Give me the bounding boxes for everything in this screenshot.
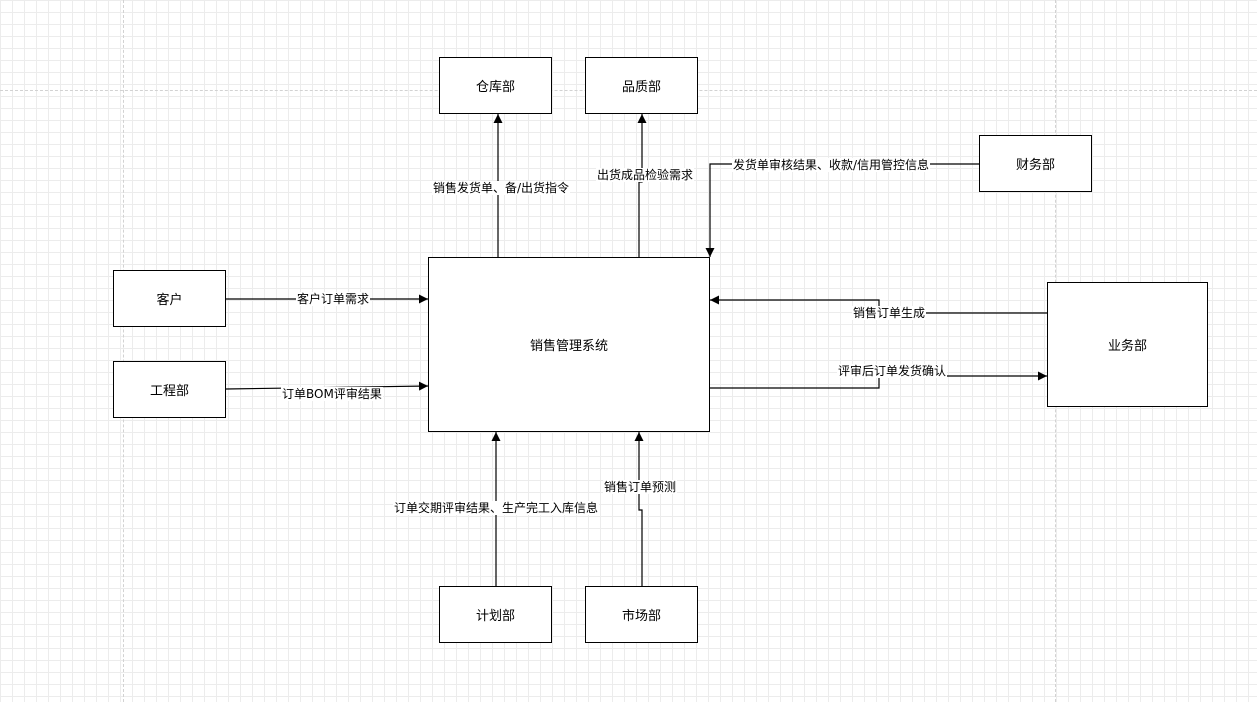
warehouse-node[interactable]: 仓库部 [439,57,552,114]
edge-label-from-finance: 发货单审核结果、收款/信用管控信息 [732,158,931,172]
sales-system-label: 销售管理系统 [529,339,608,354]
warehouse-label: 仓库部 [475,80,515,95]
edge-to-quality[interactable] [637,114,647,257]
guide-line-vertical-left [123,0,124,702]
planning-label: 计划部 [475,609,515,624]
business-node[interactable]: 业务部 [1047,282,1208,407]
engineering-label: 工程部 [149,384,189,399]
edge-label-to-warehouse: 销售发货单、备/出货指令 [432,181,571,195]
engineering-node[interactable]: 工程部 [113,361,226,418]
finance-node[interactable]: 财务部 [979,135,1092,192]
business-label: 业务部 [1107,339,1147,354]
quality-label: 品质部 [621,80,661,95]
edge-label-from-business: 销售订单生成 [852,306,927,320]
planning-node[interactable]: 计划部 [439,586,552,643]
quality-node[interactable]: 品质部 [585,57,698,114]
customer-node[interactable]: 客户 [113,270,226,327]
customer-label: 客户 [156,293,183,308]
edge-label-from-planning: 订单交期评审结果、生产完工入库信息 [393,501,600,515]
sales-system-node[interactable]: 销售管理系统 [428,257,710,432]
finance-label: 财务部 [1015,158,1055,173]
edge-from-marketing[interactable] [634,432,644,586]
edge-label-to-business: 评审后订单发货确认 [837,364,948,378]
edge-label-from-marketing: 销售订单预测 [603,480,678,494]
marketing-label: 市场部 [621,609,661,624]
edge-label-from-customer: 客户订单需求 [296,292,371,306]
edge-label-to-quality: 出货成品检验需求 [596,168,695,182]
edge-from-finance[interactable] [705,163,979,257]
edge-label-from-engineering: 订单BOM评审结果 [281,387,383,401]
edge-to-business[interactable] [710,371,1047,389]
marketing-node[interactable]: 市场部 [585,586,698,643]
